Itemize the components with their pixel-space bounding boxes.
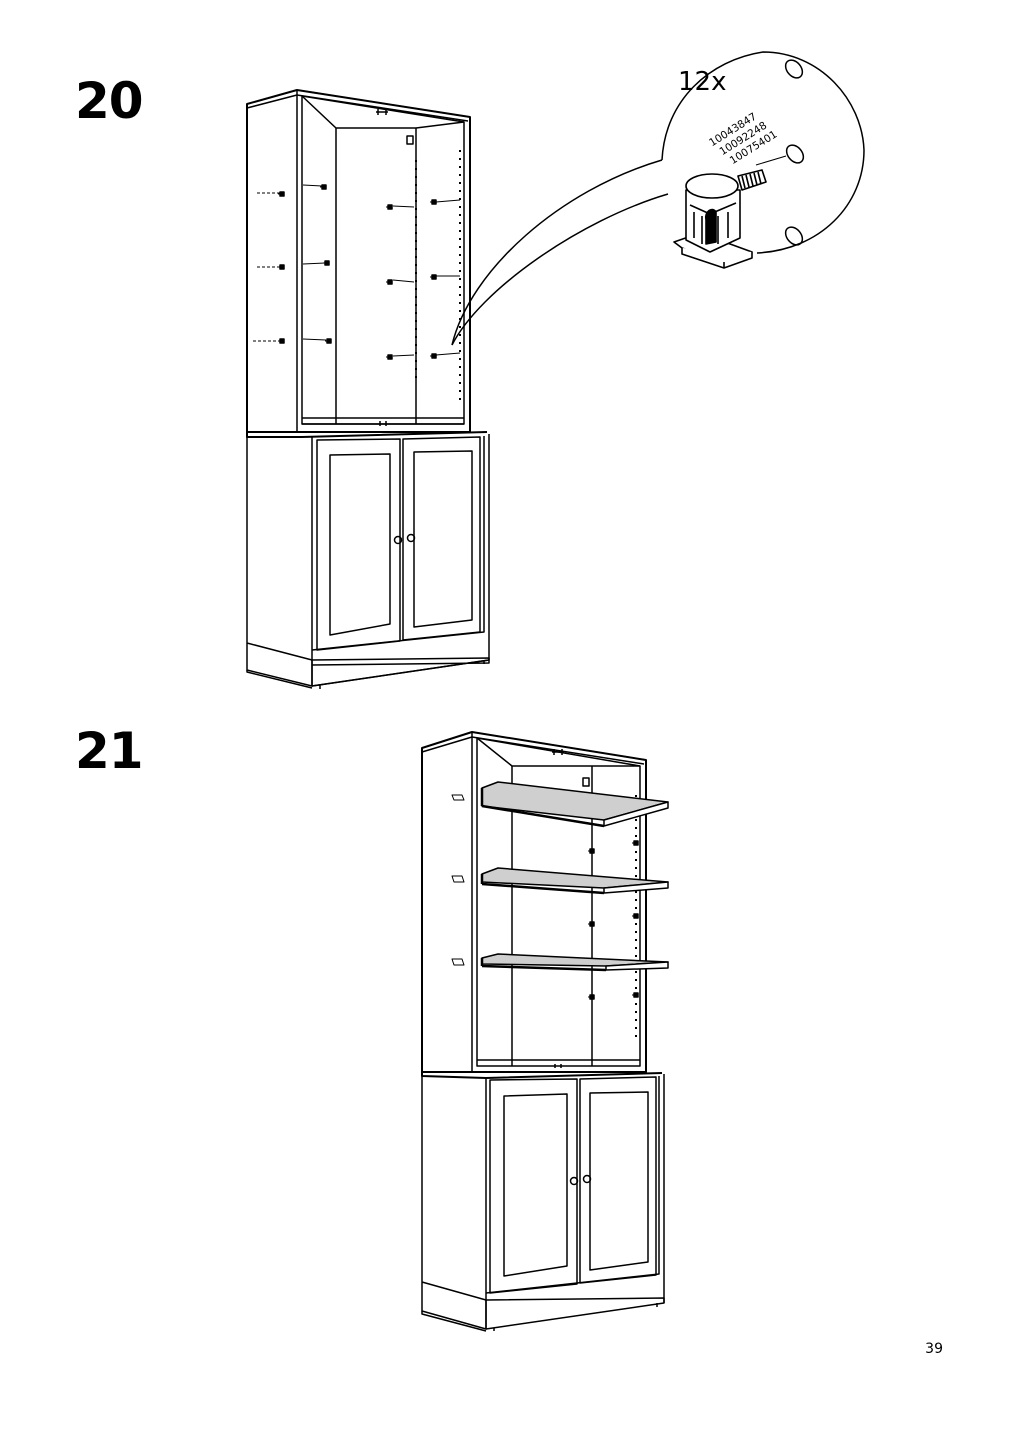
page-number: 39 — [925, 1341, 943, 1357]
step20-callout-circle — [661, 51, 865, 254]
shelf-1 — [480, 781, 669, 828]
callout-quantity: 12x — [678, 67, 726, 97]
step20-callout-leader — [451, 159, 669, 346]
step20-cabinet-illustration — [246, 89, 490, 689]
shelf-support-part-icon — [673, 169, 767, 269]
step-number-21: 21 — [75, 722, 144, 780]
shelf-3 — [480, 953, 669, 972]
shelf-2 — [480, 867, 669, 895]
step-number-20: 20 — [75, 72, 144, 130]
step21-cabinet-illustration — [421, 731, 669, 1332]
